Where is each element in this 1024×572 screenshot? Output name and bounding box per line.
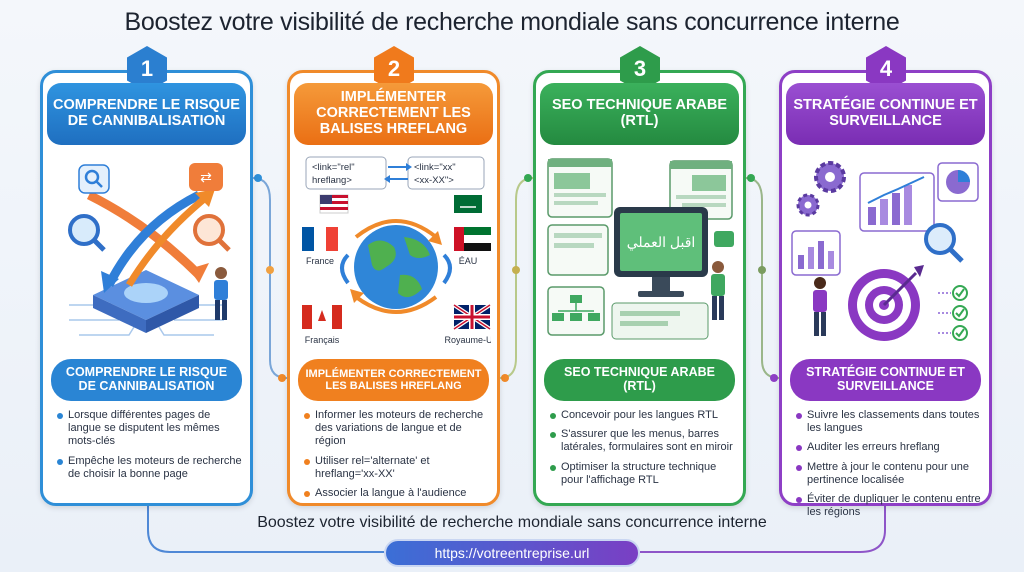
step-subheading: Stratégie continue et surveillance: [790, 359, 981, 401]
list-item: Concevoir pour les langues RTL: [550, 409, 736, 422]
list-item: Suivre les classements dans toutes les l…: [796, 409, 982, 435]
list-item: Utiliser rel='alternate' et hreflang='xx…: [304, 455, 490, 481]
step-subheading: Comprendre le risque de cannibalisation: [51, 359, 242, 401]
website-url-link[interactable]: https://votreentreprise.url: [384, 539, 640, 567]
step-heading: Implémenter correctement les balises hre…: [294, 83, 493, 145]
list-item: S'assurer que les menus, barres latérale…: [550, 428, 736, 454]
step-card-1: 1 Comprendre le risque de cannibalisatio…: [40, 46, 253, 506]
list-item: Associer la langue à l'audience: [304, 487, 490, 500]
step-heading: Comprendre le risque de cannibalisation: [47, 83, 246, 145]
step-card-4: 4 Stratégie continue et surveillance: [779, 46, 992, 518]
arabic-screen-text: اقبل العملي: [627, 234, 696, 250]
step-bullet-list: Lorsque différentes pages de langue se d…: [57, 409, 243, 487]
step-heading: SEO technique arabe (RTL): [540, 83, 739, 145]
code-left-line-2: hreflang>: [312, 175, 352, 186]
label-uk: Royaume-Uni: [444, 335, 491, 345]
list-item: Auditer les erreurs hreflang: [796, 441, 982, 454]
list-item: Empêche les moteurs de recherche de choi…: [57, 455, 243, 481]
label-francais: Français: [305, 335, 340, 345]
step-heading: Stratégie continue et surveillance: [786, 83, 985, 145]
page-title: Boostez votre visibilité de recherche mo…: [124, 8, 900, 36]
code-right-line-1: <link="xx": [414, 162, 456, 173]
list-item: Informer les moteurs de recherche des va…: [304, 409, 490, 449]
list-item: Lorsque différentes pages de langue se d…: [57, 409, 243, 449]
list-item: Éviter de dupliquer le contenu entre les…: [796, 493, 982, 519]
step-bullet-list: Informer les moteurs de recherche des va…: [304, 409, 490, 506]
code-left-line-1: <link="rel": [312, 162, 355, 173]
label-france: France: [306, 256, 334, 266]
cannibalization-illustration: ⇄: [68, 163, 231, 336]
step-bullet-list: Suivre les classements dans toutes les l…: [796, 409, 982, 525]
step-card-3: 3 SEO technique arabe (RTL) اقبل العملي: [533, 46, 746, 506]
hreflang-illustration: <link="rel" hreflang> <link="xx" <xx-XX"…: [302, 156, 491, 345]
step-bullet-list: Concevoir pour les langues RTL S'assurer…: [550, 409, 736, 493]
monitoring-illustration: [791, 161, 979, 341]
rtl-seo-illustration: اقبل العملي: [547, 158, 734, 340]
list-item: Mettre à jour le contenu pour une pertin…: [796, 461, 982, 487]
label-uae: ÉAU: [459, 256, 478, 266]
step-card-2: 2 Implémenter correctement les balises h…: [287, 46, 500, 506]
svg-text:⇄: ⇄: [200, 169, 212, 185]
code-right-line-2: <xx-XX">: [414, 175, 454, 186]
step-subheading: SEO technique arabe (RTL): [544, 359, 735, 401]
step-subheading: Implémenter correctement les balises hre…: [298, 359, 489, 401]
footer-tagline: Boostez votre visibilité de recherche mo…: [257, 514, 767, 531]
list-item: Optimiser la structure technique pour l'…: [550, 461, 736, 487]
